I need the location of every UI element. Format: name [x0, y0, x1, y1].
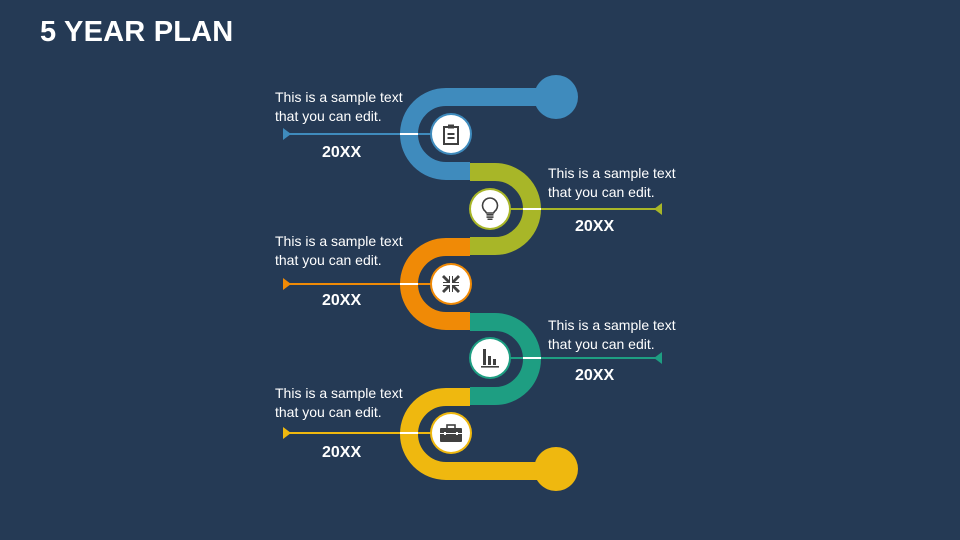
- step-5-year: 20XX: [322, 444, 362, 461]
- step-5-icon-badge: [432, 414, 470, 452]
- step-4-icon-badge: [471, 339, 509, 377]
- collapse-arrows-icon: [442, 275, 460, 293]
- step-2-description: This is a sample text that you can edit.: [548, 165, 676, 200]
- page-title: 5 YEAR PLAN: [40, 16, 234, 48]
- step-2-year: 20XX: [575, 218, 615, 235]
- step-5-description: This is a sample text that you can edit.: [275, 385, 403, 420]
- step-3-year: 20XX: [322, 292, 362, 309]
- step-1-description: This is a sample text that you can edit.: [275, 89, 403, 124]
- clipboard-icon: [443, 124, 459, 145]
- step-1-icon-badge: [432, 115, 470, 153]
- step-4-year: 20XX: [575, 367, 615, 384]
- step-3-icon-badge: [432, 265, 470, 303]
- step-2-icon-badge: [471, 190, 509, 228]
- bar-chart-icon: [481, 349, 499, 368]
- step-3-description: This is a sample text that you can edit.: [275, 233, 403, 268]
- step-4-description: This is a sample text that you can edit.: [548, 317, 676, 352]
- step-1-year: 20XX: [322, 144, 362, 161]
- briefcase-icon: [440, 424, 462, 442]
- lightbulb-icon: [481, 197, 499, 220]
